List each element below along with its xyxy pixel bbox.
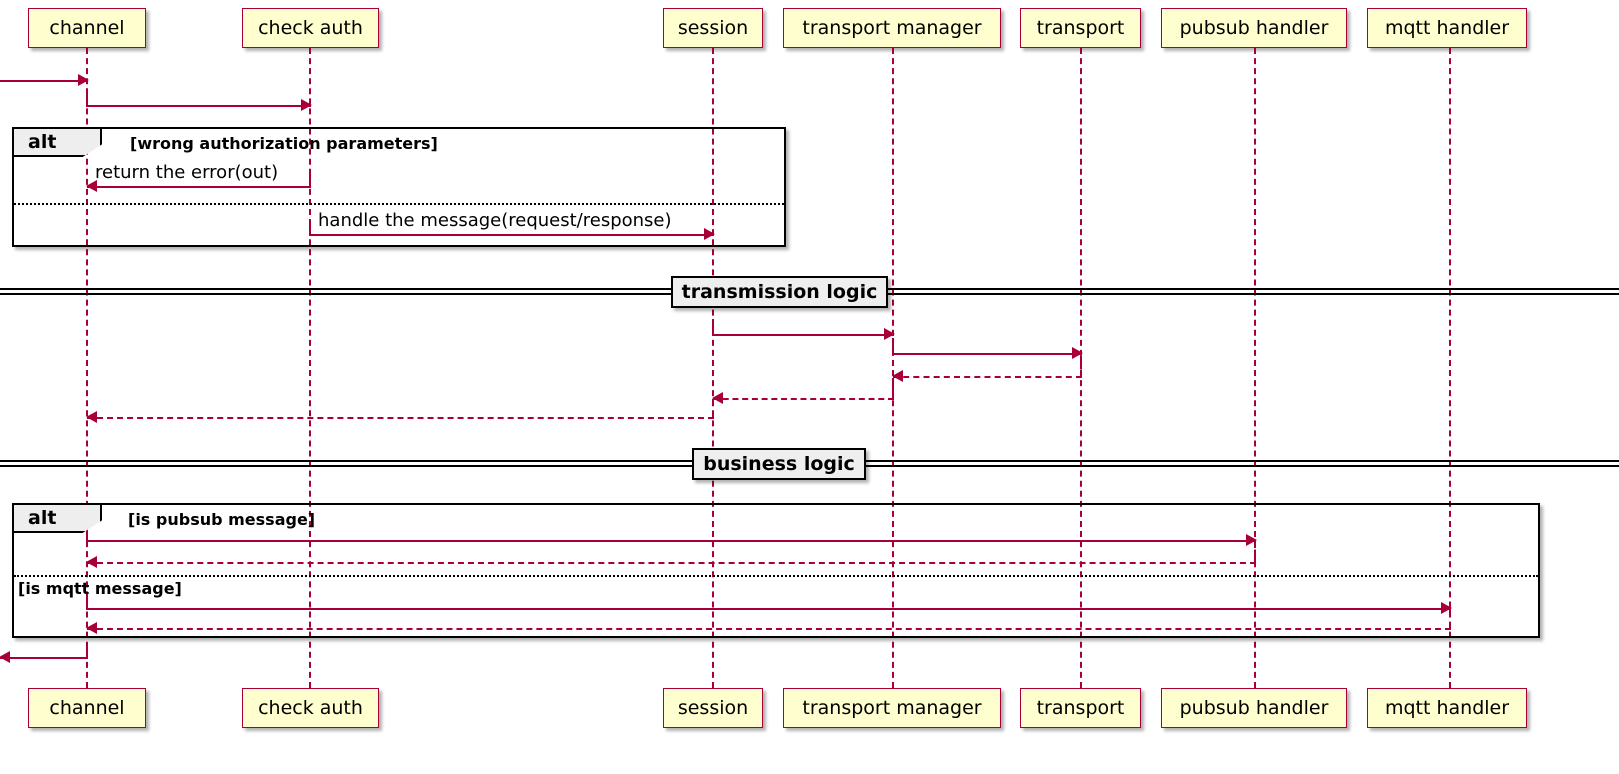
group-condition-is-mqtt-message: [is mqtt message]	[18, 579, 182, 598]
arrowhead-left-icon	[0, 651, 10, 663]
message-line	[310, 234, 714, 236]
participant-channel-bottom[interactable]: channel	[28, 688, 146, 728]
group-operator-tab: alt	[14, 505, 102, 533]
participant-check-auth-top[interactable]: check auth	[242, 8, 379, 48]
participant-label: session	[677, 696, 749, 719]
message-origin-stub	[712, 399, 714, 418]
lifeline-check-auth	[309, 48, 311, 688]
participant-label: transport	[1036, 696, 1125, 719]
message-line	[87, 105, 311, 107]
participant-pubsub-handler-bottom[interactable]: pubsub handler	[1161, 688, 1347, 728]
arrowhead-right-icon	[78, 74, 89, 86]
lifeline-transport-manager	[892, 48, 894, 688]
arrowhead-right-icon	[1246, 534, 1257, 546]
message-origin-stub	[309, 171, 311, 188]
message-origin-stub	[892, 338, 894, 355]
participant-label: mqtt handler	[1384, 16, 1510, 39]
participant-session-top[interactable]: session	[663, 8, 763, 48]
arrowhead-left-icon	[712, 392, 723, 404]
participant-transport-manager-bottom[interactable]: transport manager	[783, 688, 1001, 728]
arrowhead-left-icon	[86, 622, 97, 634]
message-origin-stub	[86, 642, 88, 659]
message-line	[0, 657, 88, 659]
message-line	[87, 417, 714, 419]
message-origin-stub	[1449, 610, 1451, 629]
participant-transport-bottom[interactable]: transport	[1020, 688, 1141, 728]
group-condition-label: [is pubsub message]	[128, 510, 316, 529]
message-origin-stub	[86, 90, 88, 107]
participant-transport-manager-top[interactable]: transport manager	[783, 8, 1001, 48]
message-line	[893, 353, 1082, 355]
group-operator-tab: alt	[14, 129, 102, 157]
participant-label: check auth	[258, 696, 363, 719]
group-alt-divider	[14, 203, 784, 205]
message-origin-stub	[712, 319, 714, 336]
message-line	[713, 398, 894, 400]
lifeline-mqtt-handler	[1449, 48, 1451, 688]
lifeline-pubsub-handler	[1254, 48, 1256, 688]
participant-check-auth-bottom[interactable]: check auth	[242, 688, 379, 728]
group-alt-divider	[14, 575, 1538, 577]
participant-label: check auth	[258, 16, 363, 39]
participant-transport-top[interactable]: transport	[1020, 8, 1141, 48]
participant-session-bottom[interactable]: session	[663, 688, 763, 728]
participant-label: channel	[49, 16, 125, 39]
separator-text: transmission logic	[681, 281, 878, 303]
participant-label: pubsub handler	[1179, 16, 1329, 39]
lifeline-session	[712, 48, 714, 688]
message-origin-stub	[86, 525, 88, 542]
message-line	[87, 186, 311, 188]
message-line	[713, 334, 894, 336]
participant-pubsub-handler-top[interactable]: pubsub handler	[1161, 8, 1347, 48]
message-origin-stub	[309, 219, 311, 236]
arrowhead-left-icon	[892, 370, 903, 382]
arrowhead-right-icon	[704, 228, 715, 240]
participant-label: transport	[1036, 16, 1125, 39]
group-alt-authorization: alt	[12, 127, 786, 247]
group-condition-wrong-auth: [wrong authorization parameters]	[130, 134, 438, 153]
message-label: return the error(out)	[95, 162, 279, 184]
arrowhead-left-icon	[86, 411, 97, 423]
message-line	[87, 540, 1256, 542]
group-condition-label: [wrong authorization parameters]	[130, 134, 438, 153]
arrowhead-left-icon	[86, 556, 97, 568]
message-origin-stub	[1254, 542, 1256, 563]
participant-label: mqtt handler	[1384, 696, 1510, 719]
message-line	[87, 562, 1256, 564]
message-line	[893, 376, 1082, 378]
arrowhead-right-icon	[884, 328, 895, 340]
participant-label: session	[677, 16, 749, 39]
group-condition-label: [is mqtt message]	[18, 579, 182, 598]
group-condition-is-pubsub-message: [is pubsub message]	[128, 510, 315, 529]
message-origin-stub	[86, 593, 88, 610]
group-operator-label: alt	[28, 131, 57, 153]
arrowhead-right-icon	[1441, 602, 1452, 614]
participant-mqtt-handler-top[interactable]: mqtt handler	[1367, 8, 1527, 48]
participant-label: channel	[49, 696, 125, 719]
participant-label: transport manager	[802, 16, 982, 39]
arrowhead-right-icon	[1072, 347, 1083, 359]
group-operator-label: alt	[28, 507, 57, 529]
participant-mqtt-handler-bottom[interactable]: mqtt handler	[1367, 688, 1527, 728]
message-line	[87, 608, 1451, 610]
participant-label: pubsub handler	[1179, 696, 1329, 719]
participant-label: transport manager	[802, 696, 982, 719]
separator-text: business logic	[703, 453, 855, 475]
separator-label-transmission: transmission logic	[671, 276, 888, 308]
separator-label-business: business logic	[692, 448, 866, 480]
participant-channel-top[interactable]: channel	[28, 8, 146, 48]
lifeline-channel	[86, 48, 88, 688]
arrowhead-right-icon	[301, 99, 312, 111]
message-line	[87, 628, 1451, 630]
message-origin-stub	[892, 378, 894, 399]
message-label: handle the message(request/response)	[318, 210, 672, 232]
arrowhead-left-icon	[86, 180, 97, 192]
message-origin-stub	[1080, 356, 1082, 377]
group-alt-business: alt	[12, 503, 1540, 638]
message-line	[0, 80, 88, 82]
